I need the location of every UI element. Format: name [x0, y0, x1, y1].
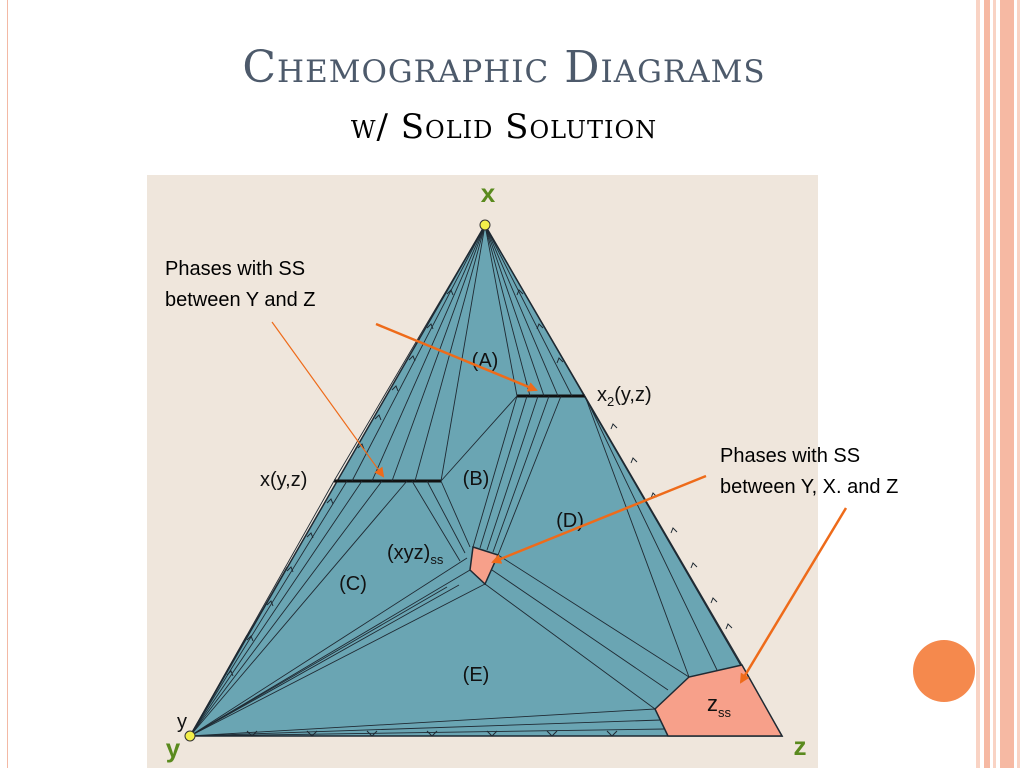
field-c-label: (C) — [339, 573, 367, 595]
slide-subtitle: w/ Solid Solution — [350, 107, 658, 147]
field-a-label: (A) — [472, 350, 499, 372]
right-stripe-decoration — [976, 0, 1024, 768]
x2yz-label: x2(y,z) — [597, 384, 652, 409]
field-b-label: (B) — [463, 468, 490, 490]
zss-label: zss — [707, 691, 732, 720]
decorative-orange-circle — [913, 640, 975, 702]
callout-right-line2: between Y, X. and Z — [720, 476, 899, 498]
zss-region — [654, 664, 784, 737]
callout-left-line1: Phases with SS — [165, 258, 306, 280]
chemographic-diagram-panel: x y z y x2(y,z) x(y,z) (xyz)ss zss (A) (… — [147, 175, 818, 768]
vertex-y-label: y — [166, 733, 181, 763]
xyz-label: x(y,z) — [260, 469, 307, 491]
field-e-label: (E) — [463, 664, 490, 686]
callout-right: Phases with SS between Y, X. and Z — [720, 441, 898, 503]
vertex-x-dot — [479, 219, 491, 231]
callout-left-line2: between Y and Z — [165, 289, 316, 311]
left-border-accent — [0, 0, 8, 768]
field-d-label: (D) — [556, 510, 584, 532]
vertex-x-label: x — [481, 178, 496, 208]
vertex-y-small-label: y — [177, 711, 187, 733]
slide-title: Chemographic Diagrams — [242, 42, 766, 93]
vertex-z-label: z — [794, 731, 807, 761]
vertex-y-dot — [184, 730, 196, 742]
callout-right-line1: Phases with SS — [720, 445, 861, 467]
xyzss-label: (xyz)ss — [387, 542, 444, 567]
callout-left: Phases with SS between Y and Z — [165, 254, 316, 316]
